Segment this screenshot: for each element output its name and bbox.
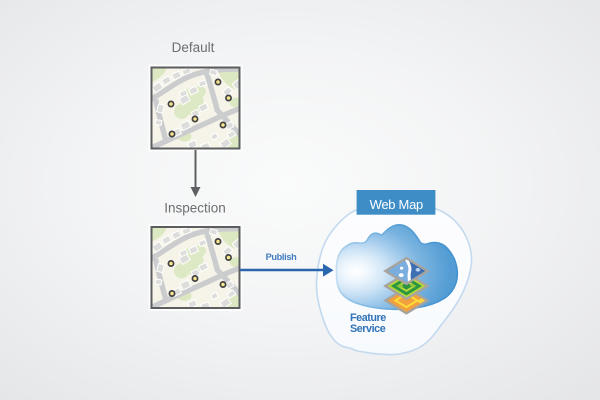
svg-text:Inspection: Inspection: [164, 201, 226, 216]
svg-text:Service: Service: [350, 323, 386, 335]
svg-text:Default: Default: [172, 40, 215, 55]
svg-text:Feature: Feature: [350, 312, 386, 324]
svg-text:Web Map: Web Map: [370, 197, 423, 212]
svg-text:Publish: Publish: [266, 252, 297, 262]
